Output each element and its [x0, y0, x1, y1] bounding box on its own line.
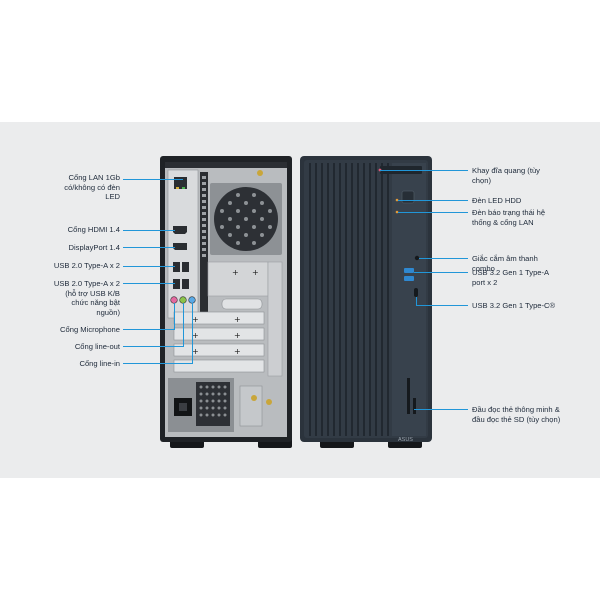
leader-audio	[419, 258, 468, 259]
svg-text:+: +	[192, 347, 199, 356]
label-system-lan-led: Đèn báo trạng thái hệ thống & cổng LAN	[472, 208, 546, 227]
leader-usb2b	[123, 283, 175, 284]
label-hdd-led: Đèn LED HDD	[472, 196, 522, 205]
label-lineout-port: Cổng line-out	[74, 342, 120, 351]
leader-dp	[123, 247, 175, 248]
svg-text:+: +	[234, 315, 241, 324]
label-optical-drive: Khay đĩa quang (tùy chọn)	[472, 166, 540, 185]
label-mic-port: Cổng Microphone	[60, 325, 120, 334]
leader-linein	[123, 363, 192, 364]
mic-jack	[170, 296, 178, 304]
svg-text:+: +	[192, 315, 199, 324]
leader-usb32c	[416, 305, 468, 306]
svg-text:+: +	[234, 331, 241, 340]
leader-lan	[123, 179, 183, 180]
displayport-port	[173, 243, 187, 250]
svg-text:+: +	[234, 347, 241, 356]
usb32-typea-port	[404, 268, 414, 273]
leader-card	[414, 409, 468, 410]
back-view: + + + + + + + +	[160, 156, 292, 448]
label-lan-port: Cổng LAN 1Gb có/không có đèn LED	[64, 173, 120, 202]
leader-usb2a	[123, 266, 175, 267]
usb32-typec-port	[414, 288, 418, 297]
lan-port	[174, 177, 187, 189]
label-usb20-typea-power: USB 2.0 Type-A x 2 (hỗ trợ USB K/B chức …	[53, 279, 120, 317]
label-displayport: DisplayPort 1.4	[68, 243, 121, 252]
leader-usb32a	[414, 272, 468, 273]
label-hdmi-port: Cổng HDMI 1.4	[67, 225, 120, 234]
linein-jack	[188, 296, 196, 304]
leader-mic	[123, 329, 174, 330]
usb-port	[173, 262, 180, 272]
usb32-typea-port	[404, 276, 414, 281]
label-usb20-typea: USB 2.0 Type-A x 2	[53, 261, 120, 270]
expansion-slots: + + + + + +	[173, 311, 265, 373]
leader-hdd	[398, 200, 468, 201]
usb-port	[182, 262, 189, 272]
front-view: ASUS	[300, 156, 432, 448]
svg-text:+: +	[232, 268, 239, 277]
leader-hdmi	[123, 230, 175, 231]
label-usb32-typec: USB 3.2 Gen 1 Type-C®	[472, 301, 556, 310]
label-linein-port: Cổng line-in	[79, 359, 120, 368]
svg-text:+: +	[252, 268, 259, 277]
leader-lineout	[123, 346, 183, 347]
lineout-jack	[179, 296, 187, 304]
usb-port	[182, 279, 189, 289]
power-button	[401, 190, 415, 204]
audio-combo-jack	[414, 255, 420, 261]
leader-odd	[380, 170, 468, 171]
leader-lanled	[398, 212, 468, 213]
label-card-reader: Đầu đọc thẻ thông minh & đầu đọc thẻ SD …	[472, 405, 561, 424]
brand-logo: ASUS	[398, 437, 413, 443]
label-audio-combo: Giắc cắm âm thanh combo	[472, 254, 538, 273]
hdmi-port	[173, 226, 187, 234]
card-reader-slot	[407, 378, 410, 414]
svg-text:+: +	[192, 331, 199, 340]
label-usb32-typea: USB 3.2 Gen 1 Type-A port x 2	[472, 268, 549, 287]
usb-port	[173, 279, 180, 289]
